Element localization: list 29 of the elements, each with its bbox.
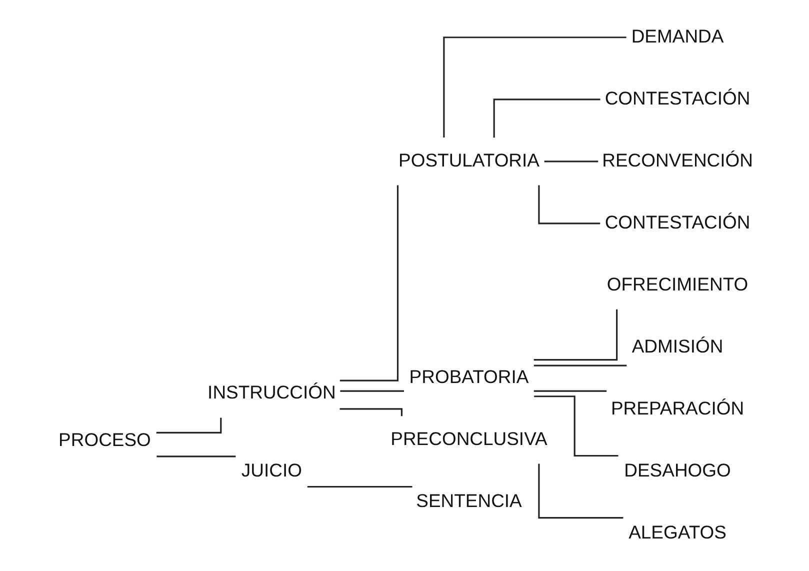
node-text: PREPARACIÓN <box>610 397 744 418</box>
node-text: JUICIO <box>240 459 302 480</box>
node-text: POSTULATORIA <box>398 149 539 170</box>
node-text: CONTESTACIÓN <box>604 211 750 232</box>
connector <box>339 185 398 382</box>
node-text: PRECONCLUSIVA <box>390 428 547 449</box>
node-text: PROCESO <box>58 429 150 450</box>
node-text: RECONVENCIÓN <box>602 149 752 170</box>
node-text: ALEGATOS <box>628 522 726 542</box>
connector <box>492 98 600 138</box>
node-text: CONTESTACIÓN <box>604 87 750 108</box>
node-text: INSTRUCCIÓN <box>207 382 336 403</box>
node-text: OFRECIMIENTO <box>606 273 748 294</box>
connector <box>306 486 412 488</box>
node-text: PROBATORIA <box>408 366 528 387</box>
connector <box>156 456 236 458</box>
connector <box>533 364 626 366</box>
connector <box>544 160 598 162</box>
connector <box>340 390 404 392</box>
connector <box>533 390 606 392</box>
connector <box>534 396 618 457</box>
connector <box>442 36 626 138</box>
node-text: SENTENCIA <box>416 490 522 511</box>
connector <box>533 309 618 361</box>
node-text: DESAHOGO <box>624 459 730 480</box>
node-text: DEMANDA <box>630 25 724 46</box>
connector <box>538 185 600 224</box>
node-text: ADMISIÓN <box>631 335 723 356</box>
connector <box>538 464 623 519</box>
